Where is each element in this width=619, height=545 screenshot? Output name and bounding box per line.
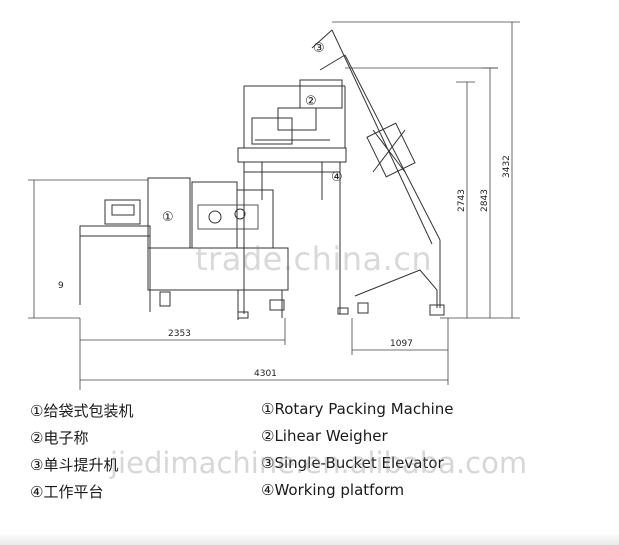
single-bucket-elevator [311,29,445,316]
marker-elevator: ③ [313,41,325,56]
marker-platform: ④ [331,170,343,185]
dimension-lines [28,21,520,390]
watermark-trade-china: trade.china.cn [195,240,433,278]
dim-label-3432: 3432 [502,155,512,178]
dim-label-2843: 2843 [480,189,490,212]
working-platform [237,147,349,319]
dim-label-2353: 2353 [168,329,191,339]
marker-packing-machine: ① [162,210,174,225]
legend-en-4: ④Working platform [261,481,405,499]
dim-label-4301: 4301 [254,369,277,379]
linear-weigher [243,79,346,148]
dim-label-2743: 2743 [457,189,467,212]
dim-label-1097: 1097 [390,339,413,349]
legend-cn-3: ③单斗提升机 [30,456,119,474]
dim-label-9: 9 [58,281,64,291]
watermark-alibaba-site: jiedimachine.en.alibaba.com [110,446,528,480]
legend-en-2: ②Lihear Weigher [261,427,388,445]
legend-cn-4: ④工作平台 [30,483,104,501]
marker-weigher: ② [305,94,317,109]
legend-cn-1: ①给袋式包装机 [30,402,134,420]
bottom-edge [0,533,619,545]
rotary-packing-machine [147,177,289,320]
legend-cn-2: ②电子称 [30,429,89,447]
legend-en-1: ①Rotary Packing Machine [261,400,454,418]
legend-en-3: ③Single-Bucket Elevator [261,454,444,472]
control-console [79,199,151,305]
